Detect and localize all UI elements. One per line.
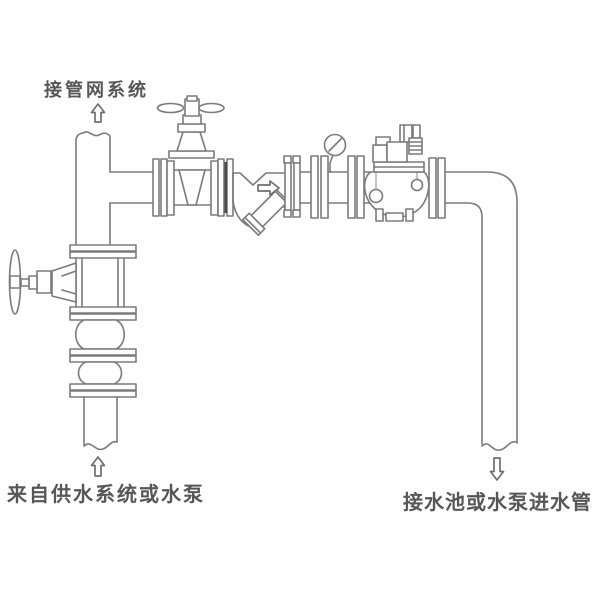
pipe-break-bottom bbox=[83, 440, 118, 451]
label-supply-inlet: 来自供水系统或水泵 bbox=[7, 484, 205, 506]
label-tank-outlet: 接水池或水泵进水管 bbox=[403, 492, 592, 514]
supply-pipe bbox=[83, 396, 118, 451]
flange-f3 bbox=[283, 155, 301, 218]
riser-pipe bbox=[75, 131, 111, 246]
flow-arrow-right-outlet-icon bbox=[489, 457, 505, 481]
gasket bbox=[224, 162, 227, 213]
valve-leg bbox=[375, 208, 384, 222]
riser-flange-d bbox=[69, 383, 137, 398]
bolt bbox=[292, 209, 301, 218]
bolt bbox=[292, 155, 301, 164]
outlet-elbow-pipe bbox=[444, 171, 518, 451]
bolt bbox=[283, 209, 292, 218]
y-strainer bbox=[232, 172, 291, 236]
flange-f5 bbox=[347, 155, 365, 219]
flange-f1 bbox=[152, 158, 168, 217]
riser-flange-c bbox=[69, 348, 137, 363]
riser-spool bbox=[75, 257, 125, 308]
gate-valve-handwheel-icon bbox=[156, 95, 225, 117]
spool-pipe bbox=[299, 171, 313, 204]
flange-f6 bbox=[428, 157, 446, 219]
gate-valve bbox=[156, 95, 225, 216]
side-valve-body bbox=[51, 262, 77, 303]
valve-wedge bbox=[178, 169, 206, 206]
valve-leg bbox=[405, 208, 414, 222]
strainer-cap-leg bbox=[242, 187, 291, 236]
flange-f4 bbox=[310, 155, 329, 219]
flange-f2 bbox=[217, 158, 234, 217]
side-gate-valve bbox=[8, 249, 77, 315]
riser-flange-b bbox=[69, 306, 137, 321]
pipe-break-right bbox=[481, 440, 518, 451]
flow-arrow-bottom-icon bbox=[90, 456, 106, 477]
tee-branch-pipe bbox=[109, 171, 155, 204]
pipe-break-top bbox=[82, 131, 111, 137]
gauge-needle bbox=[328, 137, 343, 152]
label-network-outlet: 接管网系统 bbox=[44, 80, 149, 100]
valve-base bbox=[385, 212, 404, 222]
pilot-control-valve bbox=[363, 124, 430, 222]
pilot-assembly bbox=[372, 124, 423, 163]
valve-port bbox=[410, 178, 424, 192]
valve-port bbox=[368, 188, 384, 204]
pressure-gauge bbox=[323, 133, 350, 204]
riser-flange-a bbox=[69, 244, 137, 259]
flow-arrow-top-icon bbox=[90, 103, 106, 123]
flow-direction-arrow-icon bbox=[257, 180, 280, 196]
bolt bbox=[283, 155, 292, 164]
rubber-joint-upper bbox=[74, 319, 126, 350]
rubber-joint-lower bbox=[77, 361, 123, 385]
side-valve-handwheel-icon bbox=[8, 249, 22, 315]
